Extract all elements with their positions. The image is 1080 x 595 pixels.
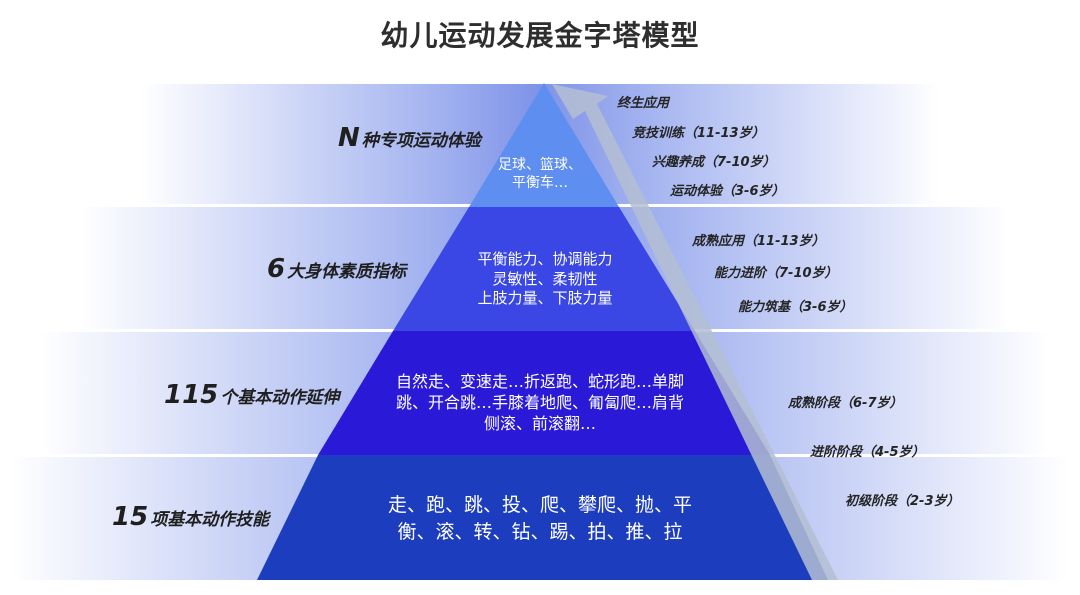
content-line: 衡、滚、转、钻、踢、拍、推、拉 (397, 520, 683, 543)
content-line: 跳、开合跳…手膝着地爬、匍匐爬…肩背 (395, 392, 684, 412)
stage-label: 运动体验（3-6岁） (670, 184, 785, 199)
pyramid-tier-third (318, 331, 770, 455)
stage-label: 终生应用 (617, 96, 670, 111)
stage-label: 成熟阶段（6-7岁） (788, 396, 903, 411)
content-line: 走、跑、跳、投、爬、攀爬、抛、平 (387, 494, 692, 516)
stage-label: 能力进阶（7-10岁） (714, 266, 838, 281)
stage-label: 能力筑基（3-6岁） (738, 300, 853, 315)
pyramid-tier-top (469, 83, 619, 207)
pyramid-tier-base (257, 455, 828, 580)
content-line: 足球、篮球、 (498, 157, 582, 173)
stage-label: 兴趣养成（7-10岁） (652, 155, 776, 170)
level-content-fitness-indicators: 平衡能力、协调能力 灵敏性、柔韧性 上肢力量、下肢力量 (430, 250, 660, 309)
content-line: 自然走、变速走…折返跑、蛇形跑…单脚 (395, 372, 684, 391)
stage-label: 竞技训练（11-13岁） (632, 126, 765, 141)
pyramid-tier-second (393, 207, 695, 331)
level-content-basic-skills: 走、跑、跳、投、爬、攀爬、抛、平 衡、滚、转、钻、踢、拍、推、拉 (360, 492, 720, 545)
level-content-basic-extensions: 自然走、变速走…折返跑、蛇形跑…单脚 跳、开合跳…手膝着地爬、匍匐爬…肩背 侧滚… (365, 372, 715, 434)
content-line: 灵敏性、柔韧性 (492, 269, 598, 288)
stage-label: 成熟应用（11-13岁） (692, 234, 825, 249)
content-line: 平衡车… (512, 175, 568, 192)
stage-label: 初级阶段（2-3岁） (845, 494, 960, 509)
growth-arrow (552, 84, 838, 580)
stage-label: 进阶阶段（4-5岁） (810, 445, 925, 460)
page-title: 幼儿运动发展金字塔模型 (380, 19, 700, 52)
level-content-sport-experience: 足球、篮球、 平衡车… (470, 156, 610, 192)
content-line: 侧滚、前滚翻… (483, 413, 596, 433)
content-line: 上肢力量、下肢力量 (477, 289, 613, 307)
content-line: 平衡能力、协调能力 (477, 250, 613, 268)
